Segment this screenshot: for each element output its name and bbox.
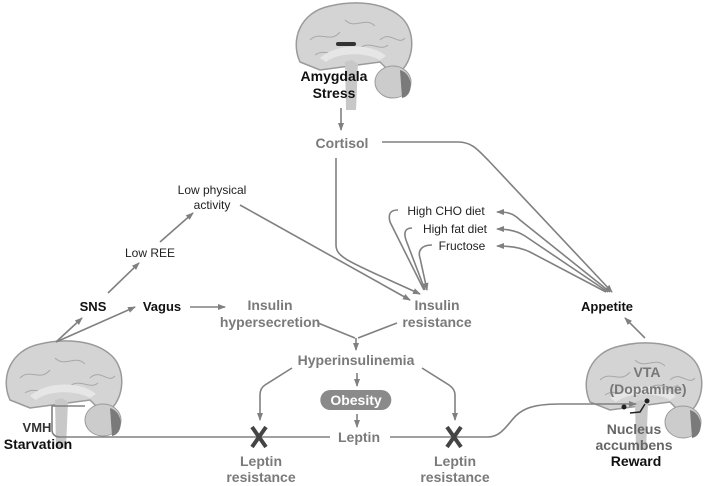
insulin-resistance-line1: Insulin <box>414 297 460 313</box>
vta-label: VTA <box>633 364 661 380</box>
arrow-appetite-cho <box>496 209 611 293</box>
arrow-vmh-sns <box>55 317 83 343</box>
merge-lines <box>317 322 398 339</box>
leptin-block-left-x-icon <box>250 425 268 449</box>
arrow-cortisol-appetite <box>382 141 613 293</box>
leptin-resistance-right-line2: resistance <box>420 469 490 485</box>
insulin-hypersecretion-line1: Insulin <box>247 297 293 313</box>
vta-dot <box>644 398 650 404</box>
arrow-cortisol-insulin-resistance <box>335 158 421 295</box>
vmh-label: VMH <box>22 420 52 435</box>
low-physical-activity-line2: activity <box>193 198 231 212</box>
vagus-node: Vagus <box>142 299 182 314</box>
leptin-resistance-left-line1: Leptin <box>240 453 282 469</box>
arrow-activity-insulin-resistance <box>239 204 411 301</box>
hyperinsulinemia-node: Hyperinsulinemia <box>297 352 415 368</box>
reward-label: Reward <box>610 453 662 469</box>
amygdala-label: Amygdala <box>300 68 368 84</box>
nucleus-label-line1: Nucleus <box>606 421 662 437</box>
obesity-node: Obesity <box>320 390 392 410</box>
arrow-appetite-fructose <box>496 243 607 293</box>
leptin-line-right <box>390 401 637 438</box>
leptin-resistance-right-line1: Leptin <box>434 453 476 469</box>
dopamine-label: (Dopamine) <box>609 381 687 397</box>
high-cho-diet-node: High CHO diet <box>407 204 485 218</box>
arrow-appetite-fat <box>496 226 609 293</box>
insulin-resistance-line2: resistance <box>402 314 472 330</box>
arrow-lowree-activity <box>159 212 194 243</box>
appetite-node: Appetite <box>581 299 633 314</box>
amygdala-mark <box>336 42 356 46</box>
low-physical-activity-line1: Low physical <box>177 183 247 197</box>
sns-node: SNS <box>79 299 107 314</box>
arrow-hyper-right-x <box>421 367 458 421</box>
arrow-vta-appetite <box>624 317 646 339</box>
arrow-fructose-insulin-resistance <box>418 244 433 291</box>
insulin-hypersecretion-line2: hypersecretion <box>219 314 321 330</box>
arrow-cho-insulin-resistance <box>388 209 425 291</box>
leptin-resistance-left-line2: resistance <box>226 469 296 485</box>
arrow-vmh-vagus <box>55 306 136 343</box>
leptin-node: Leptin <box>338 429 380 445</box>
fructose-node: Fructose <box>438 239 486 253</box>
nucleus-accumbens-dot <box>621 404 627 410</box>
leptin-line-left <box>51 405 330 438</box>
low-ree-node: Low REE <box>124 246 176 260</box>
leptin-block-right-x-icon <box>445 425 463 449</box>
stress-label: Stress <box>312 85 356 101</box>
nucleus-label-line2: accumbens <box>595 437 673 453</box>
arrow-hyper-left-x <box>257 367 293 421</box>
dopamine-pathway <box>629 403 646 414</box>
high-fat-diet-node: High fat diet <box>422 222 488 236</box>
arrow-sns-lowree <box>107 262 140 294</box>
cortisol-node: Cortisol <box>315 135 369 151</box>
starvation-label: Starvation <box>3 436 73 452</box>
arrow-fat-insulin-resistance <box>404 227 426 291</box>
